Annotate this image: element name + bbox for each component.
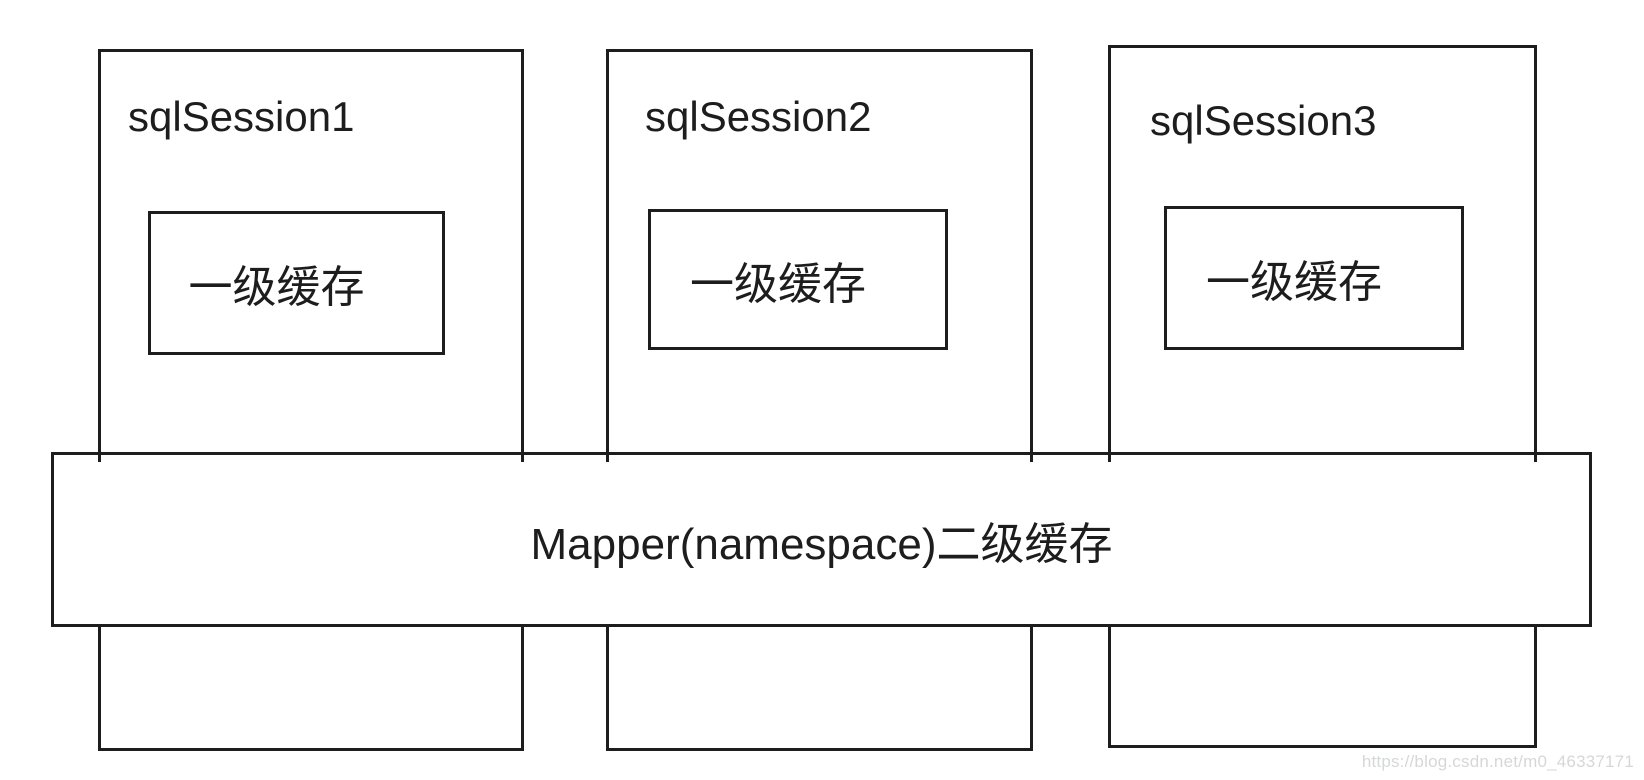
- session-box-1: sqlSession1 一级缓存: [98, 49, 524, 751]
- first-level-cache-label-3: 一级缓存: [1206, 258, 1382, 307]
- session-box-2: sqlSession2 一级缓存: [606, 49, 1033, 751]
- first-level-cache-box-3: 一级缓存: [1164, 206, 1464, 350]
- second-level-cache-bar: Mapper(namespace)二级缓存: [51, 452, 1592, 627]
- first-level-cache-label-2: 一级缓存: [690, 259, 866, 309]
- second-level-cache-fill: [54, 462, 1589, 624]
- first-level-cache-box-1: 一级缓存: [148, 211, 445, 355]
- session-title-1: sqlSession1: [128, 93, 355, 140]
- first-level-cache-box-2: 一级缓存: [648, 209, 948, 350]
- session-title-2: sqlSession2: [645, 93, 872, 140]
- watermark-url: https://blog.csdn.net/m0_46337171: [1361, 752, 1634, 771]
- session-box-3: sqlSession3 一级缓存: [1108, 45, 1537, 748]
- session-title-3: sqlSession3: [1150, 97, 1377, 144]
- first-level-cache-label-1: 一级缓存: [188, 263, 365, 312]
- second-level-cache-label: Mapper(namespace)二级缓存: [530, 519, 1113, 569]
